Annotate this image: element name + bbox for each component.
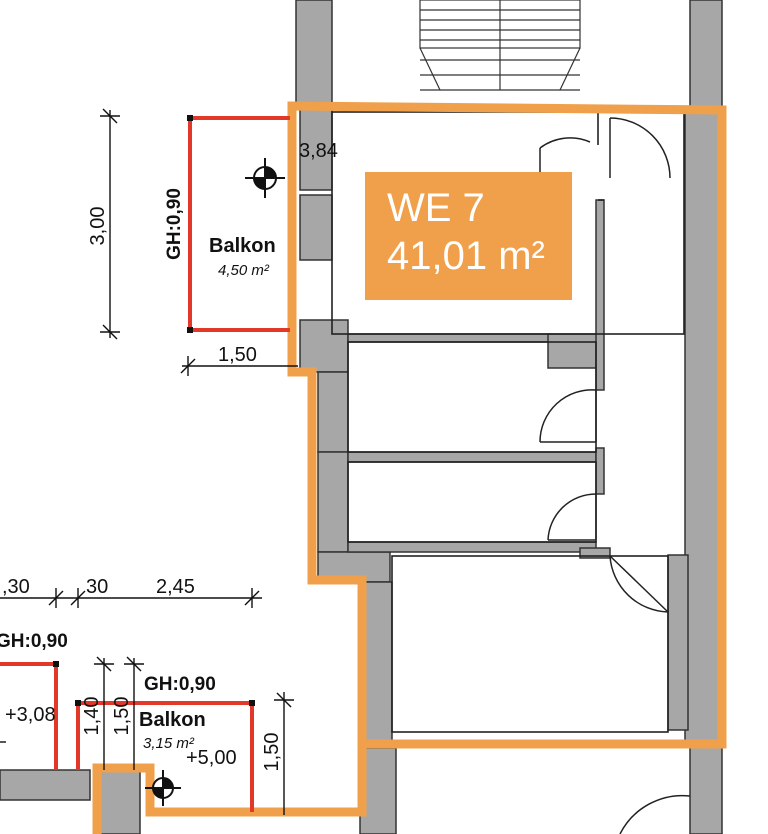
wall-interior-4	[347, 451, 597, 463]
dim-depth-150: 1,50	[218, 344, 257, 366]
dim-30-a: ,30	[2, 576, 30, 598]
wall-bottom-a	[0, 769, 91, 801]
room-storage	[347, 461, 597, 543]
dim-30-b: 30	[86, 576, 108, 598]
balcony-lower-label: Balkon	[139, 709, 206, 731]
wall-interior-7	[579, 547, 611, 559]
wall-interior-8	[667, 554, 689, 731]
unit-outline-lower	[92, 744, 367, 834]
unit-area: 41,01 m²	[387, 234, 545, 278]
balcony-upper-label: Balkon	[209, 235, 276, 257]
wall-interior-3	[595, 199, 605, 391]
room-bedroom	[391, 555, 669, 733]
wall-bottom-b	[99, 769, 141, 834]
dim-lower-depth-150: 1,50	[261, 733, 283, 772]
level-marker-lower	[145, 770, 181, 806]
wall-left-4	[317, 371, 349, 453]
dim-width-300: 3,00	[87, 207, 109, 246]
wall-right	[684, 109, 724, 743]
balcony-lower-railing: GH:0,90	[144, 674, 216, 695]
unit-outline	[287, 101, 727, 749]
dim-140: 1,40	[81, 697, 103, 736]
elevation-500: +5,00	[186, 747, 237, 769]
wall-interior-2	[547, 333, 599, 369]
wall-right-lower	[689, 741, 723, 834]
balcony-upper-railing: GH:0,90	[164, 188, 185, 260]
unit-name: WE 7	[387, 186, 485, 230]
balcony-lower-outline	[76, 701, 254, 812]
dimension-lines	[0, 108, 298, 815]
wall-upper-left	[295, 0, 333, 106]
balcony-upper-area: 4,50 m²	[218, 262, 270, 279]
wall-left-5	[317, 451, 349, 553]
balcony-upper-outline	[188, 116, 290, 332]
wall-right-upper	[689, 0, 723, 111]
balcony-left-railing: GH:0,90	[0, 631, 68, 652]
wall-left-2	[299, 194, 333, 261]
balcony-lower-area: 3,15 m²	[143, 735, 195, 752]
balcony-left-elevation: +3,08	[5, 704, 56, 726]
wall-interior-6	[347, 541, 597, 553]
dim-245: 2,45	[156, 576, 195, 598]
unit-tag: WE 7 41,01 m²	[365, 172, 572, 300]
dim-150-v: 1,50	[111, 697, 133, 736]
doors	[539, 117, 691, 834]
wall-left-3	[299, 319, 349, 373]
dim-wall-384: 3,84	[299, 140, 338, 162]
wall-left-1	[299, 104, 333, 191]
level-marker-upper	[245, 158, 285, 198]
wall-interior-5	[595, 447, 605, 495]
staircase	[419, 0, 581, 91]
balcony-corners	[53, 115, 255, 706]
wall-interior-1	[347, 333, 551, 343]
